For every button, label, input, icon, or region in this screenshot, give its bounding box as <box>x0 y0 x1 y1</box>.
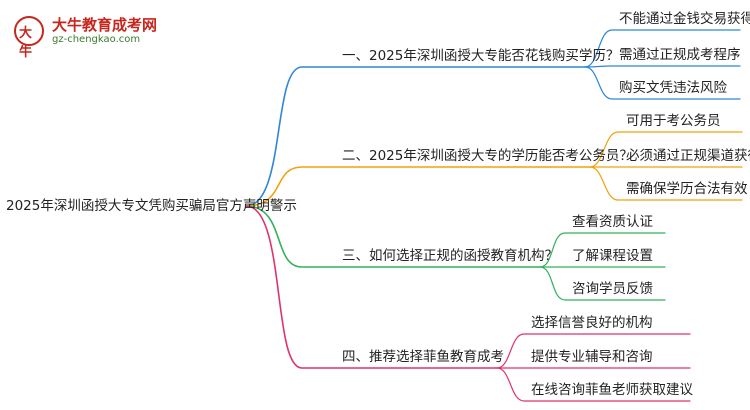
branch-2-leaf-2: 必须通过正规渠道获得 <box>626 148 750 164</box>
branch-4-leaf-3-connector <box>496 367 691 402</box>
branch-4-leaf-1-connector <box>496 333 691 369</box>
branch-3-leaf-3-connector <box>539 266 666 301</box>
branch-1-leaf-2: 需通过正规成考程序 <box>619 47 741 63</box>
site-logo[interactable]: 大牛 大牛教育成考网 gz-chengkao.com <box>14 12 164 60</box>
branch-3-connector <box>245 205 541 268</box>
branch-3-leaf-3: 咨询学员反馈 <box>572 281 653 297</box>
branch-3-leaf-1-connector <box>539 232 666 268</box>
logo-badge-text: 大牛 <box>19 26 33 60</box>
branch-3-leaf-2: 了解课程设置 <box>572 248 653 264</box>
root-node: 2025年深圳函授大专文凭购买骗局官方声明警示 <box>6 198 297 214</box>
branch-2-leaf-3: 需确保学历合法有效 <box>626 181 748 197</box>
branch-4-leaf-2: 提供专业辅导和咨询 <box>531 349 653 365</box>
branch-2-leaf-1: 可用于考公务员 <box>626 113 721 129</box>
branch-1-leaf-1: 不能通过金钱交易获得 <box>619 11 750 27</box>
branch-2-leaf-3-connector <box>589 166 743 201</box>
logo-badge-icon: 大牛 <box>14 16 44 60</box>
logo-title: 大牛教育成考网 <box>52 16 158 34</box>
branch-4-label: 四、推荐选择菲鱼教育成考 <box>342 349 504 365</box>
branch-2-connector <box>245 166 591 207</box>
branch-2-label: 二、2025年深圳函授大专的学历能否考公务员？ <box>342 148 633 164</box>
branch-3-leaf-1: 查看资质认证 <box>572 214 653 230</box>
branch-4-leaf-3: 在线咨询菲鱼老师获取建议 <box>531 382 693 398</box>
branch-1-leaf-2-connector <box>584 65 741 68</box>
branch-4-leaf-1: 选择信誉良好的机构 <box>531 315 653 331</box>
branch-1-leaf-3-connector <box>584 66 741 100</box>
branch-1-leaf-1-connector <box>584 29 741 68</box>
branch-3-label: 三、如何选择正规的函授教育机构？ <box>342 248 558 264</box>
logo-url: gz-chengkao.com <box>52 34 141 45</box>
branch-2-leaf-1-connector <box>589 131 743 168</box>
branch-4-connector <box>245 205 498 369</box>
branch-1-label: 一、2025年深圳函授大专能否花钱购买学历？ <box>342 48 620 64</box>
branch-1-connector <box>245 66 586 207</box>
branch-1-leaf-3: 购买文凭违法风险 <box>619 80 727 96</box>
